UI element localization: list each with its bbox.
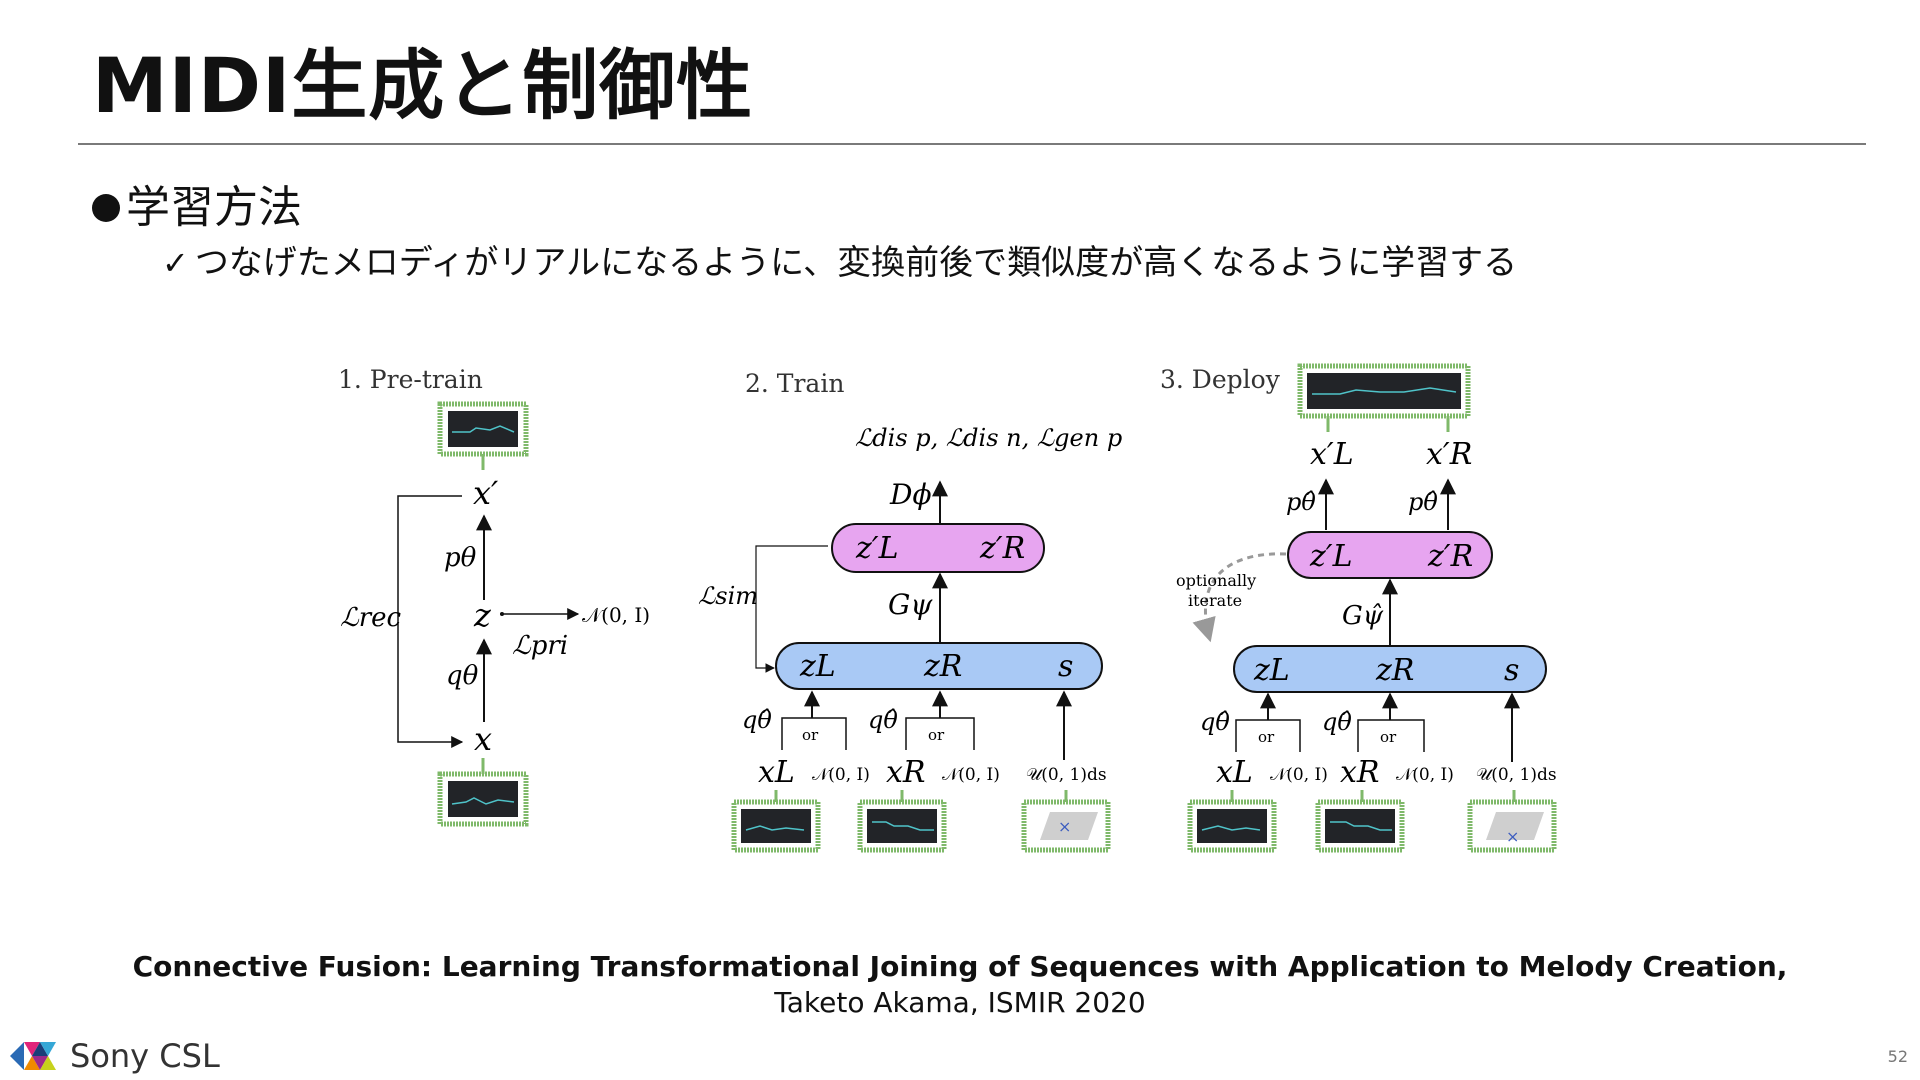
deploy-xl: xL <box>1216 755 1253 790</box>
sub-bullet-text: つなげたメロディがリアルになるように、変換前後で類似度が高くなるように学習する <box>194 243 1518 283</box>
deploy-uniform: 𝒰(0, 1)ds <box>1476 765 1557 785</box>
train-or-right: or <box>928 726 945 744</box>
deploy-or-left: or <box>1258 728 1275 746</box>
piano-roll-train-right <box>857 799 947 853</box>
deploy-normal-left: 𝒩(0, I) <box>1270 765 1328 785</box>
train-latent-prime-box <box>831 523 1045 573</box>
deploy-zl-prime: z′L <box>1309 539 1353 574</box>
bullet-text: 学習方法 <box>126 182 302 233</box>
piano-roll-output <box>437 401 529 457</box>
page-number: 52 <box>1887 1047 1908 1066</box>
train-losses: ℒdis p, ℒdis n, ℒgen p <box>855 424 1122 452</box>
sony-csl-logo-icon <box>10 1042 56 1070</box>
style-sample-deploy: × <box>1467 799 1557 853</box>
bullet-item: 学習方法 <box>92 186 302 230</box>
brand-logo: Sony CSL <box>10 1036 220 1076</box>
deploy-g-psi-hat: Gψ̂ <box>1342 601 1384 631</box>
style-sample-train: × <box>1021 799 1111 853</box>
train-xr: xR <box>886 755 926 790</box>
cross-icon: × <box>1058 817 1071 836</box>
train-normal-right: 𝒩(0, I) <box>942 765 1000 785</box>
train-q-hat-left: qθ̂ <box>742 706 772 734</box>
deploy-p-hat-right: pθ̂ <box>1408 488 1438 516</box>
train-or-left: or <box>802 726 819 744</box>
train-l-sim: ℒsim <box>698 582 758 610</box>
deploy-latent-prime-box <box>1287 531 1493 579</box>
pretrain-l-pri: ℒpri <box>512 631 568 661</box>
slide-title: MIDI生成と制御性 <box>92 41 754 130</box>
train-g-psi: Gψ <box>888 588 933 621</box>
train-zl: zL <box>799 649 836 684</box>
deploy-xl-prime: x′L <box>1310 437 1354 472</box>
pretrain-x-prime: x′ <box>473 474 499 512</box>
deploy-p-hat-left: pθ̂ <box>1286 488 1316 516</box>
checkmark-icon: ✓ <box>162 244 189 282</box>
train-zr-prime: z′R <box>979 531 1025 566</box>
piano-roll-deploy-left <box>1187 799 1277 853</box>
train-q-hat-right: qθ̂ <box>868 706 898 734</box>
pretrain-q-theta: qθ <box>446 661 479 691</box>
piano-roll-deploy-right <box>1315 799 1405 853</box>
piano-roll-input <box>437 771 529 827</box>
deploy-zr-prime: z′R <box>1427 539 1473 574</box>
deploy-zl: zL <box>1253 653 1290 688</box>
train-normal-left: 𝒩(0, I) <box>812 765 870 785</box>
deploy-zr: zR <box>1375 653 1414 688</box>
train-xl: xL <box>758 755 795 790</box>
title-divider <box>78 143 1866 145</box>
pretrain-normal: 𝒩(0, I) <box>582 603 650 627</box>
reference-author: Taketo Akama, ISMIR 2020 <box>774 986 1146 1019</box>
deploy-optional-line1: optionally <box>1176 571 1256 590</box>
piano-roll-deploy-output <box>1297 363 1471 419</box>
deploy-or-right: or <box>1380 728 1397 746</box>
panel-label-train: 2. Train <box>745 369 844 398</box>
deploy-optional-line2: iterate <box>1188 591 1242 610</box>
piano-roll-train-left <box>731 799 821 853</box>
deploy-q-hat-right: qθ̂ <box>1322 708 1352 736</box>
bullet-dot-icon <box>92 194 120 222</box>
deploy-latent-box <box>1233 645 1547 693</box>
deploy-xr: xR <box>1340 755 1380 790</box>
train-latent-box <box>775 642 1103 690</box>
sub-bullet-item: ✓ つなげたメロディがリアルになるように、変換前後で類似度が高くなるように学習す… <box>162 246 1517 280</box>
brand-name: Sony CSL <box>70 1037 220 1075</box>
deploy-normal-right: 𝒩(0, I) <box>1396 765 1454 785</box>
reference-title: Connective Fusion: Learning Transformati… <box>132 950 1788 983</box>
pretrain-l-rec: ℒrec <box>340 603 402 633</box>
deploy-xr-prime: x′R <box>1426 437 1472 472</box>
panel-label-deploy: 3. Deploy <box>1160 365 1281 394</box>
train-d-phi: Dϕ <box>889 478 932 511</box>
panel-label-pretrain: 1. Pre-train <box>338 365 483 394</box>
pretrain-x: x <box>474 720 492 758</box>
deploy-s: s <box>1504 653 1519 688</box>
deploy-q-hat-left: qθ̂ <box>1200 708 1230 736</box>
train-zl-prime: z′L <box>855 531 899 566</box>
pretrain-p-theta: pθ <box>444 543 477 573</box>
cross-icon: × <box>1506 827 1519 846</box>
train-uniform: 𝒰(0, 1)ds <box>1026 765 1107 785</box>
pretrain-z: z <box>473 596 492 634</box>
train-s: s <box>1058 649 1073 684</box>
train-zr: zR <box>923 649 962 684</box>
